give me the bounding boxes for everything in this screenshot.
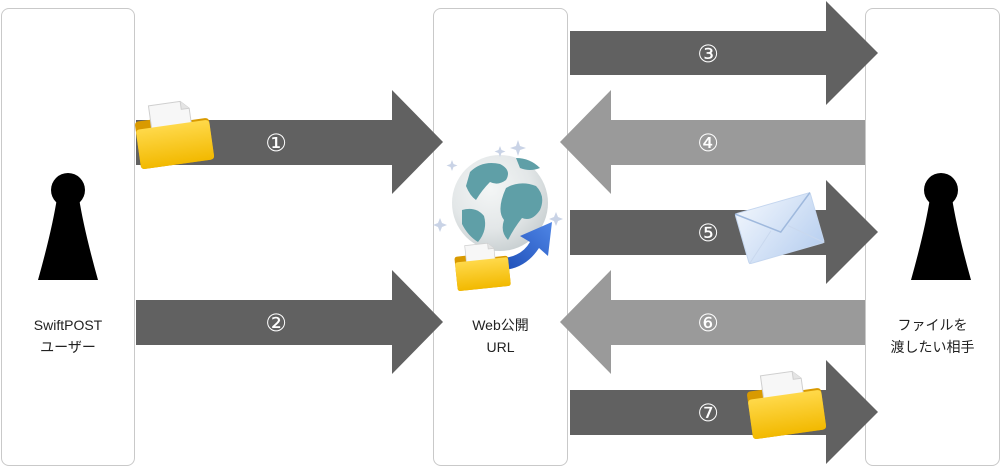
- person-icon: [911, 173, 971, 280]
- step-number-4: ④: [697, 129, 719, 157]
- step-number-6: ⑥: [697, 309, 719, 337]
- actor-label: Web公開 URL: [434, 314, 567, 358]
- folder-icon: [132, 97, 216, 170]
- envelope-icon: [734, 192, 825, 265]
- arrow-step-2: [136, 270, 443, 374]
- actor-label-line1: Web公開: [472, 317, 529, 333]
- actor-label-line1: ファイルを: [897, 317, 968, 333]
- step-number-2: ②: [265, 309, 287, 337]
- actor-label: ファイルを 渡したい相手: [866, 314, 999, 358]
- actor-label-line2: 渡したい相手: [890, 339, 975, 355]
- globe-icon: [433, 140, 563, 251]
- folder-icon: [744, 367, 828, 440]
- arrow-step-7: [570, 360, 878, 464]
- actor-label: SwiftPOST ユーザー: [2, 314, 134, 358]
- person-icon: [38, 173, 98, 280]
- arrow-step-6: [560, 270, 865, 374]
- step-number-7: ⑦: [697, 399, 719, 427]
- arrow-step-5: [570, 180, 878, 284]
- step-number-3: ③: [697, 40, 719, 68]
- actor-label-line2: ユーザー: [40, 339, 96, 355]
- step-number-1: ①: [265, 129, 287, 157]
- arrow-step-1: [136, 90, 443, 194]
- arrow-step-3: [570, 1, 878, 105]
- actor-label-line1: SwiftPOST: [33, 317, 103, 333]
- step-number-5: ⑤: [697, 219, 719, 247]
- upload-arrow-icon: [504, 222, 552, 270]
- arrow-step-4: [560, 90, 865, 194]
- actor-label-line2: URL: [486, 339, 515, 355]
